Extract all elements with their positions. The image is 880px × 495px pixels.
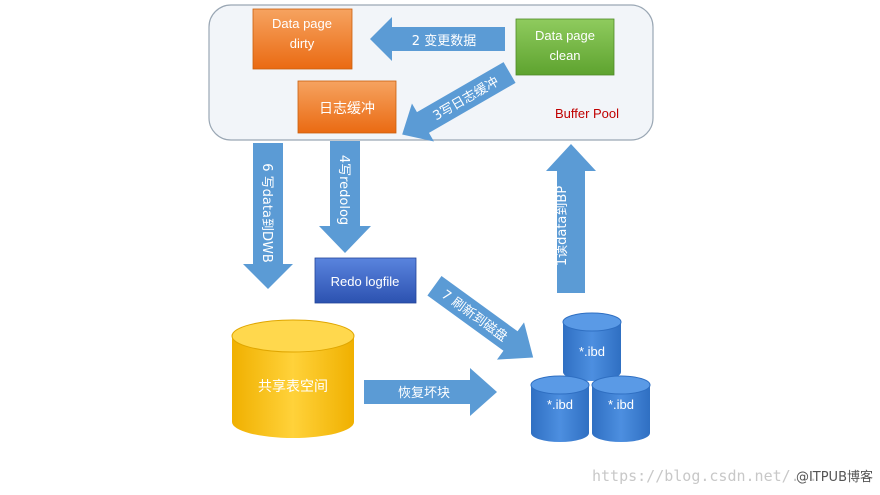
log-buffer-label: 日志缓冲 [319, 101, 375, 117]
ibd-cylinder-bottom-right: *.ibd [591, 375, 651, 442]
data-page-dirty-line1: Data page [272, 16, 332, 31]
log-buffer-box: 日志缓冲 [297, 80, 397, 134]
ibd-right-label: *.ibd [608, 397, 634, 412]
arrow-2-label: 2 变更数据 [412, 33, 476, 49]
watermark-url: https://blog.csdn.net/... [592, 467, 818, 485]
data-page-clean-box: Data page clean [515, 18, 615, 76]
ibd-cylinder-top: *.ibd [562, 312, 622, 381]
ibd-cylinder-bottom-left: *.ibd [530, 375, 590, 442]
data-page-dirty-box: Data page dirty [252, 8, 353, 70]
watermark-brand: @ITPUB博客 [796, 469, 873, 485]
redo-logfile-label: Redo logfile [331, 274, 400, 289]
shared-tablespace-label: 共享表空间 [258, 378, 328, 395]
arrow-7-flush-to-disk: 7 刷新到磁盘 [427, 276, 534, 360]
arrow-recover-bad-block: 恢复坏块 [364, 368, 497, 416]
arrow-1-label: 1读data到BP [555, 186, 570, 266]
arrow-4-label: 4写redolog [336, 155, 351, 225]
shared-tablespace-cylinder: 共享表空间 [231, 319, 355, 438]
arrow-recover-label: 恢复坏块 [398, 386, 450, 401]
ibd-top-label: *.ibd [579, 344, 605, 359]
arrow-4-write-redolog: 4写redolog [319, 141, 371, 253]
buffer-pool-label: Buffer Pool [555, 106, 619, 121]
arrow-1-read-to-bp: 1读data到BP [546, 144, 596, 293]
data-page-dirty-line2: dirty [290, 36, 315, 51]
arrow-7-label: 7 刷新到磁盘 [438, 287, 510, 345]
arrow-6-write-to-dwb: 6 写data到DWB [243, 143, 293, 289]
data-page-clean-line1: Data page [535, 28, 595, 43]
arrow-2-change-data: 2 变更数据 [370, 17, 505, 61]
arrow-6-label: 6 写data到DWB [259, 163, 274, 262]
redo-logfile-box: Redo logfile [314, 257, 417, 304]
data-page-clean-line2: clean [549, 48, 580, 63]
ibd-left-label: *.ibd [547, 397, 573, 412]
